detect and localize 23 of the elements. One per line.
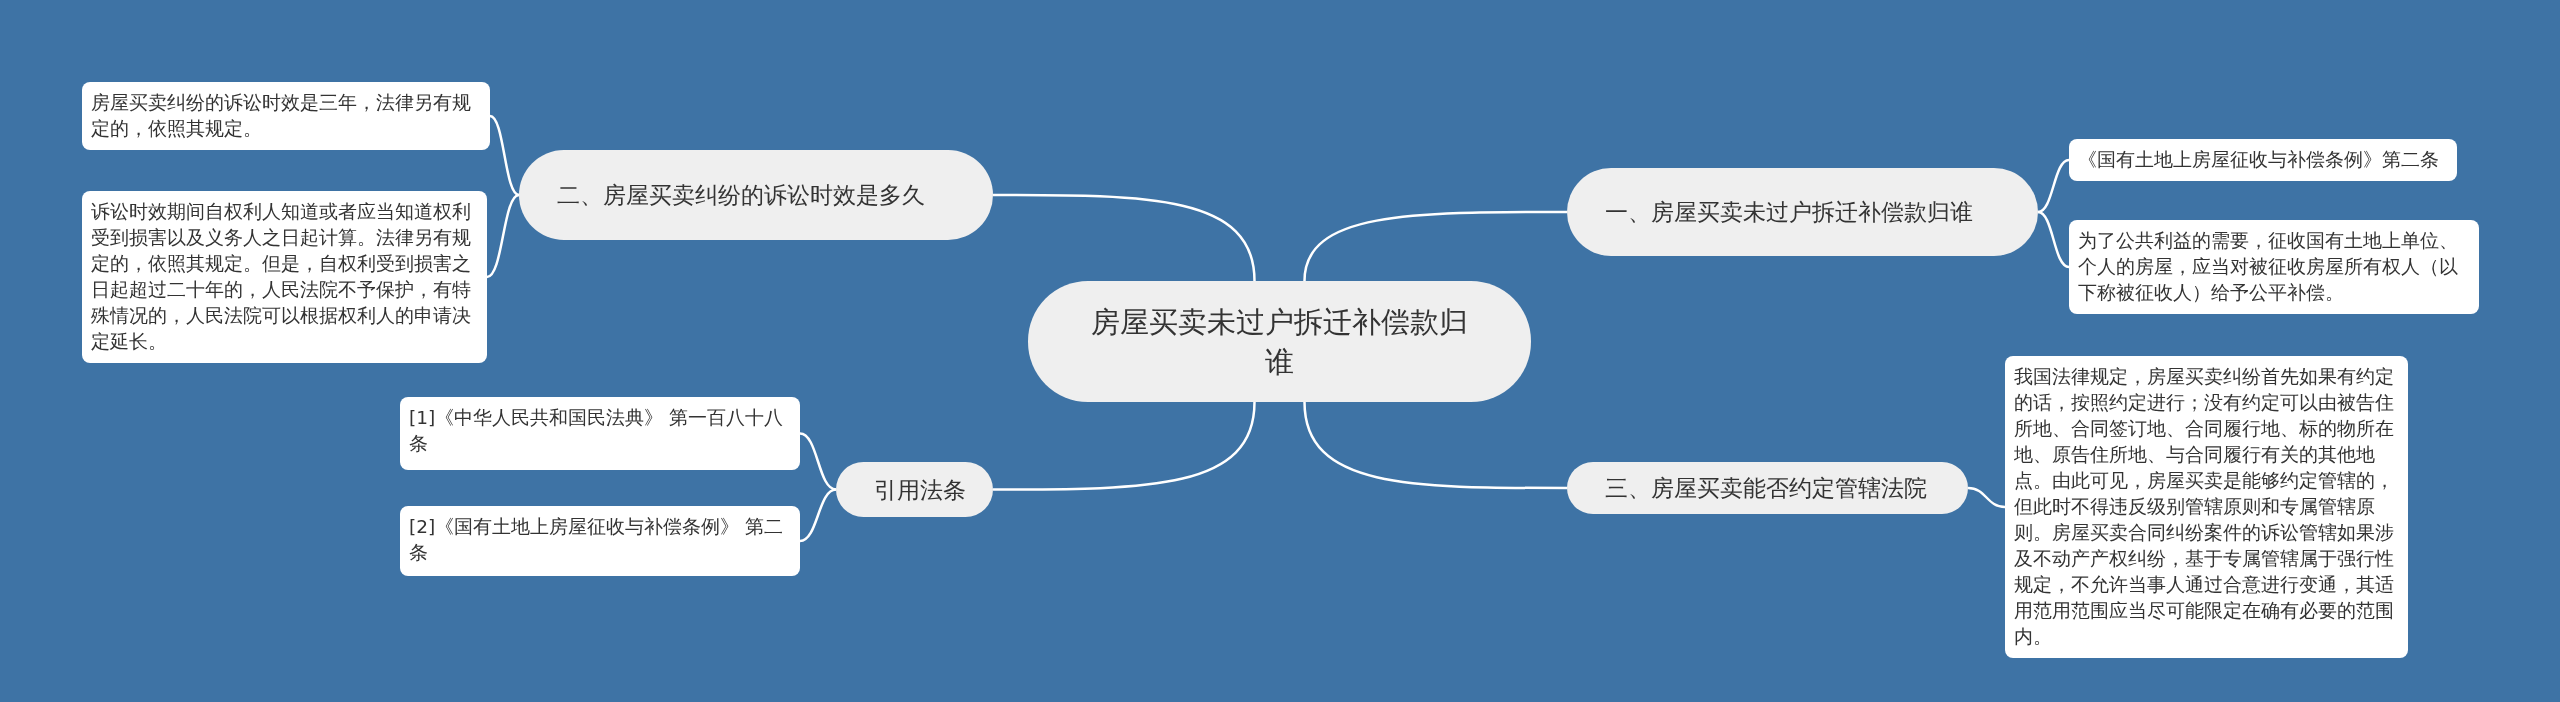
connector-line bbox=[489, 114, 520, 197]
topic-pill: 三、房屋买卖能否约定管辖法院 bbox=[1567, 462, 1968, 514]
connector-line bbox=[993, 401, 1256, 491]
topic-pill: 一、房屋买卖未过户拆迁补偿款归谁 bbox=[1567, 168, 2038, 256]
central-topic: 房屋买卖未过户拆迁补偿款归谁 bbox=[1028, 281, 1531, 402]
connector-line bbox=[2037, 158, 2070, 214]
connector-line bbox=[993, 193, 1256, 282]
connector-line bbox=[1303, 401, 1567, 490]
topic-pill: 二、房屋买卖纠纷的诉讼时效是多久 bbox=[519, 150, 993, 240]
connector-line bbox=[486, 193, 520, 279]
note-card: 房屋买卖纠纷的诉讼时效是三年，法律另有规定的，依照其规定。 bbox=[82, 82, 490, 150]
note-card: 诉讼时效期间自权利人知道或者应当知道权利受到损害以及义务人之日起计算。法律另有规定的，依照其规定。但是，自权利受到损害之日起超过二十年的，人民法院不予保护，有特殊情况的，人民法院可以根据权利人的申请决定延长。 bbox=[82, 191, 487, 363]
note-card: 《国有土地上房屋征收与补偿条例》第二条 bbox=[2069, 139, 2457, 181]
note-card: 我国法律规定，房屋买卖纠纷首先如果有约定的话，按照约定进行；没有约定可以由被告住所地、合同签订地、合同履行地、标的物所在地、原告住所地、与合同履行有关的其他地点。由此可见，房屋买卖是能够约定管辖的，但此时不得违反级别管辖原则和专属管辖原则。房屋买卖合同纠纷案件的诉讼管辖如果涉及不动产产权纠纷，基于专属管辖属于强行性规定，不允许当事人通过合意进行变通，其适用范用范围应当尽可能限定在确有必要的范围内。 bbox=[2005, 356, 2408, 658]
connector-line bbox=[1967, 486, 2006, 509]
connector-line bbox=[2037, 210, 2070, 269]
note-card: 为了公共利益的需要，征收国有土地上单位、个人的房屋，应当对被征收房屋所有权人（以下称被征收人）给予公平补偿。 bbox=[2069, 220, 2479, 314]
connector-line bbox=[799, 488, 837, 543]
topic-pill: 引用法条 bbox=[836, 462, 993, 517]
connector-line bbox=[1303, 210, 1567, 282]
note-card: [2]《国有土地上房屋征收与补偿条例》 第二条 bbox=[400, 506, 800, 576]
note-card: [1]《中华人民共和国民法典》 第一百八十八条 bbox=[400, 397, 800, 470]
connector-line bbox=[799, 432, 837, 491]
